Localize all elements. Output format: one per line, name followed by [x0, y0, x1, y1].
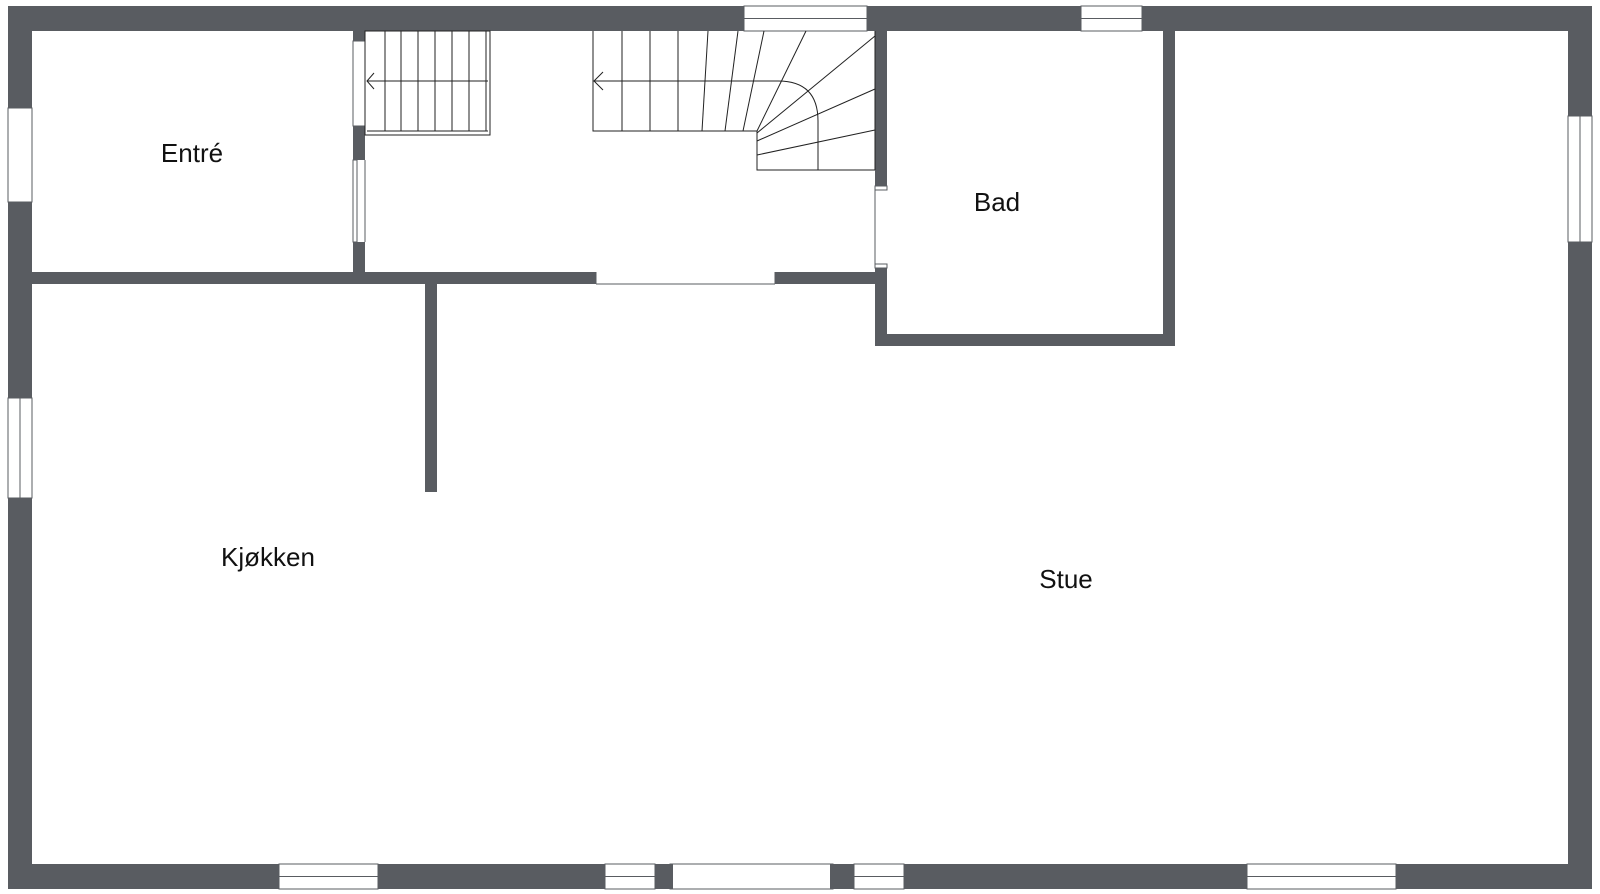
- window-left: [7, 397, 33, 499]
- outer-walls: [8, 6, 1592, 889]
- window-bottom-1: [278, 863, 379, 890]
- window-bottom-2: [604, 863, 656, 890]
- door-openings: [7, 40, 888, 890]
- window-top-2: [1080, 5, 1143, 32]
- wall-kitchen-divider: [425, 284, 437, 492]
- wall-bad-bottom: [875, 334, 1175, 346]
- room-label-stue: Stue: [1039, 564, 1093, 594]
- wall-entre-right-upper: [353, 31, 365, 41]
- room-label-entre: Entré: [161, 138, 223, 168]
- windows: [7, 5, 1593, 890]
- interior-walls: [32, 31, 1175, 492]
- wall-entre-right-lower: [353, 242, 365, 272]
- window-bottom-3: [853, 863, 905, 890]
- window-bottom-4: [1246, 863, 1397, 890]
- wall-bad-right: [1163, 31, 1175, 346]
- stair-winder: [592, 30, 876, 171]
- window-right: [1567, 115, 1593, 243]
- wall-entre-bottom: [32, 272, 596, 284]
- room-label-bad: Bad: [974, 187, 1020, 217]
- stair-small: [364, 30, 491, 136]
- wall-hall-bottom-right: [775, 272, 875, 284]
- room-label-kjokken: Kjøkken: [221, 542, 315, 572]
- window-top-1: [743, 5, 868, 32]
- wall-entre-right-mid: [353, 126, 365, 160]
- wall-bad-left-upper: [875, 31, 887, 186]
- wall-bad-left-lower: [875, 268, 887, 346]
